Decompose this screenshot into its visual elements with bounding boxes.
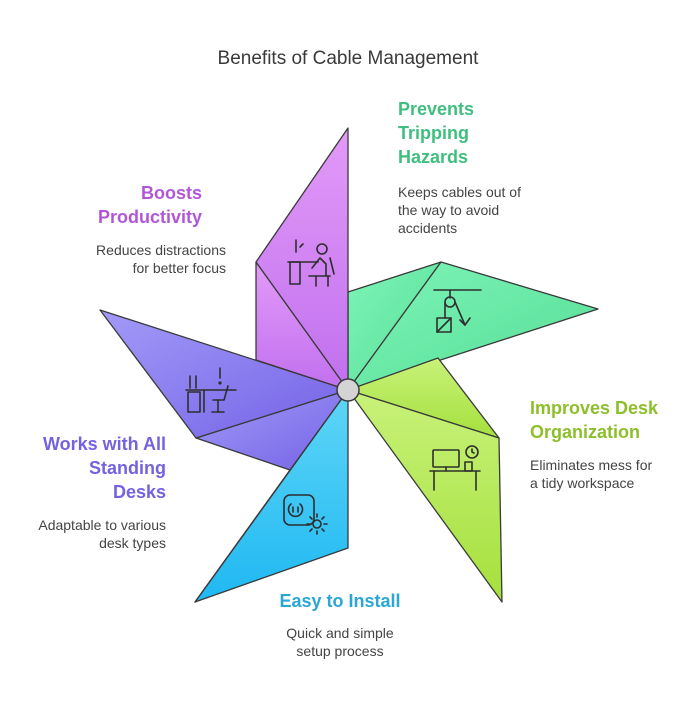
- diagram-title: Benefits of Cable Management: [217, 48, 479, 69]
- pulley-weight-icon: [433, 289, 482, 333]
- blade-prevents-tripping: [347, 261, 599, 391]
- label-easy-install: Easy to Install: [279, 591, 401, 611]
- desc-prevents-tripping: Keeps cables out of the way to avoid acc…: [398, 184, 521, 236]
- blade-boosts-productivity: [255, 127, 349, 391]
- label-boosts-productivity: Boosts Productivity: [97, 183, 202, 227]
- label-desk-organization: Improves Desk Organization: [530, 398, 659, 442]
- blade-desk-organization: [347, 357, 503, 603]
- blade-standing-desks: [99, 309, 349, 471]
- label-standing-desks: Works with All Standing Desks: [42, 434, 166, 502]
- desc-standing-desks: Adaptable to various desk types: [38, 517, 166, 551]
- socket-gear-icon: [283, 494, 328, 535]
- standing-desk-icon: [185, 367, 237, 413]
- pinwheel-hub: [336, 378, 360, 402]
- person-at-desk-icon: [287, 239, 335, 287]
- desc-desk-organization: Eliminates mess for a tidy workspace: [530, 457, 653, 491]
- desc-easy-install: Quick and simple setup process: [286, 625, 394, 659]
- desc-boosts-productivity: Reduces distractions for better focus: [96, 242, 226, 276]
- label-prevents-tripping: Prevents Tripping Hazards: [398, 99, 475, 167]
- desk-workspace-icon: [429, 445, 481, 491]
